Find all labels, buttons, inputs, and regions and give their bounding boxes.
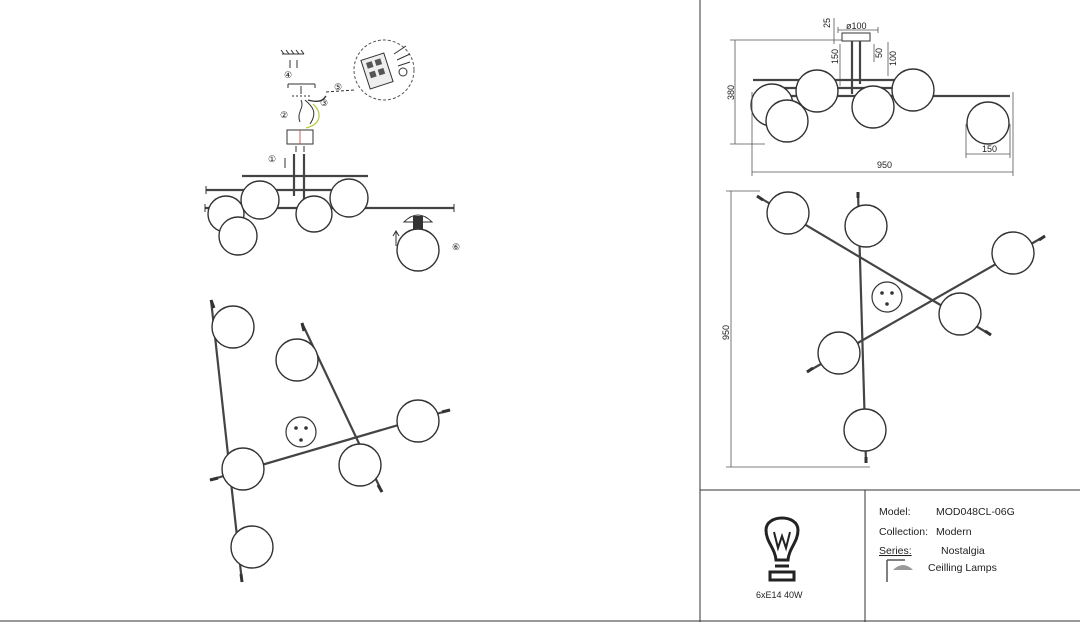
globe	[211, 305, 255, 349]
globe-install-detail	[392, 214, 440, 272]
globe	[295, 195, 333, 233]
callout-4: ④	[284, 70, 292, 80]
wiring	[298, 89, 355, 129]
mounting-bracket	[287, 83, 316, 97]
globe	[275, 338, 319, 382]
globe	[966, 101, 1010, 145]
dim-width: 950	[877, 160, 892, 170]
collection-value: Modern	[936, 526, 972, 538]
side-elevation: ø100 25 150 50 100 380 950 150	[726, 18, 1014, 176]
globe	[396, 399, 440, 443]
globe	[240, 180, 280, 220]
callout-2: ②	[280, 110, 288, 120]
globe	[938, 292, 982, 336]
globe	[765, 99, 809, 143]
canopy-plate	[285, 416, 317, 448]
globe	[844, 204, 888, 248]
dim-height: 380	[726, 85, 736, 100]
dim-canopy-diameter: ø100	[846, 21, 867, 31]
globe	[766, 191, 810, 235]
dim-stem-b: 150	[830, 49, 840, 64]
callout-1: ①	[268, 154, 276, 164]
category-value: Ceilling Lamps	[928, 562, 997, 574]
globe	[338, 443, 382, 487]
dim-plan-width: 950	[721, 325, 731, 340]
dim-globe: 150	[982, 144, 997, 154]
globe	[329, 178, 369, 218]
canopy-plate	[871, 281, 903, 313]
globe	[817, 331, 861, 375]
dim-stem-c: 100	[888, 51, 898, 66]
callout-5: ⑤	[334, 82, 342, 92]
lightbulb-icon	[764, 516, 800, 582]
canopy	[841, 32, 871, 42]
terminal-block-detail	[353, 39, 415, 101]
model-label: Model:	[879, 506, 911, 518]
callout-6: ⑥	[452, 242, 460, 252]
ceiling-hatch	[280, 49, 305, 68]
plan-view-left	[209, 299, 451, 583]
globe	[795, 69, 839, 113]
globe	[221, 447, 265, 491]
bulb-label: 6xE14 40W	[756, 590, 803, 600]
collection-label: Collection:	[879, 526, 928, 538]
globe	[891, 68, 935, 112]
globe	[230, 525, 274, 569]
globe	[218, 216, 258, 256]
callout-3: ③	[320, 98, 328, 108]
plan-view-right: 950	[721, 190, 1046, 468]
globe	[843, 408, 887, 452]
series-label: Series:	[879, 545, 912, 557]
globe	[851, 85, 895, 129]
dim-canopy-height: 25	[822, 18, 832, 28]
spec-table: Model: MOD048CL-06G Collection: Modern S…	[879, 506, 1015, 582]
globe	[991, 231, 1035, 275]
series-value: Nostalgia	[941, 545, 985, 557]
dim-stem-a: 50	[874, 48, 884, 58]
ceiling-lamp-icon	[886, 559, 913, 582]
assembly-diagram: ④ ② ③ ⑤	[204, 39, 460, 272]
model-value: MOD048CL-06G	[936, 506, 1015, 518]
